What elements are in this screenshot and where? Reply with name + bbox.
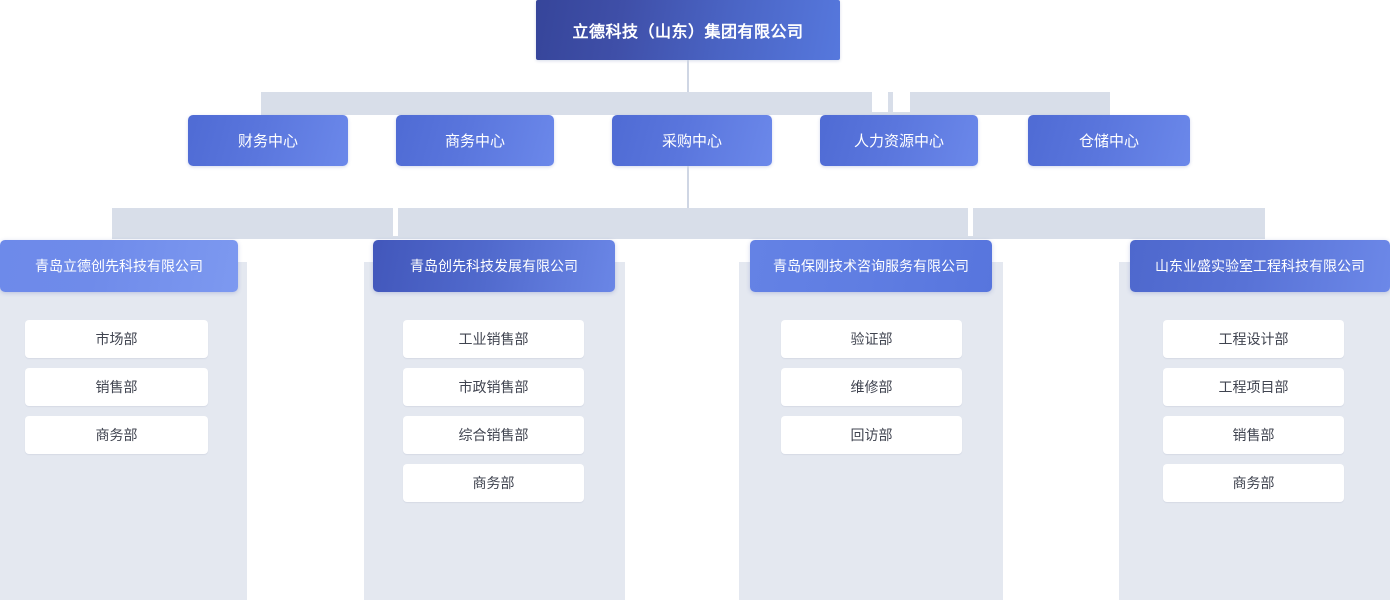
department-label: 商务部 bbox=[95, 427, 138, 443]
company-header-1[interactable]: 青岛立德创先科技有限公司 bbox=[0, 240, 238, 292]
department-label: 工程项目部 bbox=[1218, 379, 1289, 395]
department-label: 商务部 bbox=[1232, 475, 1275, 491]
department-item[interactable]: 维修部 bbox=[781, 368, 962, 406]
center-node-procurement[interactable]: 采购中心 bbox=[612, 115, 772, 166]
department-label: 市场部 bbox=[95, 331, 138, 347]
center-node-label: 仓储中心 bbox=[1078, 133, 1139, 150]
center-node-label: 财务中心 bbox=[237, 133, 298, 150]
department-item[interactable]: 回访部 bbox=[781, 416, 962, 454]
department-item[interactable]: 工程设计部 bbox=[1163, 320, 1344, 358]
connector-band-level2-notch-left bbox=[872, 92, 888, 112]
department-item[interactable]: 工程项目部 bbox=[1163, 368, 1344, 406]
company-name: 山东业盛实验室工程科技有限公司 bbox=[1155, 258, 1365, 274]
connector-band-level2-notch-right bbox=[893, 92, 910, 112]
department-label: 综合销售部 bbox=[458, 427, 529, 443]
department-item[interactable]: 综合销售部 bbox=[403, 416, 584, 454]
department-item[interactable]: 市政销售部 bbox=[403, 368, 584, 406]
company-header-3[interactable]: 青岛保刚技术咨询服务有限公司 bbox=[750, 240, 992, 292]
department-label: 维修部 bbox=[850, 379, 893, 395]
department-item[interactable]: 验证部 bbox=[781, 320, 962, 358]
department-item[interactable]: 销售部 bbox=[1163, 416, 1344, 454]
department-item[interactable]: 商务部 bbox=[1163, 464, 1344, 502]
department-label: 销售部 bbox=[95, 379, 138, 395]
connector-band-companies-notch-left bbox=[393, 208, 398, 236]
department-label: 工业销售部 bbox=[458, 331, 529, 347]
company-header-4[interactable]: 山东业盛实验室工程科技有限公司 bbox=[1130, 240, 1390, 292]
department-label: 工程设计部 bbox=[1218, 331, 1289, 347]
department-label: 市政销售部 bbox=[458, 379, 529, 395]
connector-band-level2 bbox=[261, 92, 1110, 115]
center-node-warehouse[interactable]: 仓储中心 bbox=[1028, 115, 1190, 166]
department-item[interactable]: 商务部 bbox=[403, 464, 584, 502]
connector-band-companies-notch-right bbox=[968, 208, 973, 236]
center-node-label: 人力资源中心 bbox=[853, 133, 944, 150]
root-node-label: 立德科技（山东）集团有限公司 bbox=[572, 24, 804, 41]
center-node-finance[interactable]: 财务中心 bbox=[188, 115, 348, 166]
department-item[interactable]: 工业销售部 bbox=[403, 320, 584, 358]
department-label: 商务部 bbox=[472, 475, 515, 491]
company-header-2[interactable]: 青岛创先科技发展有限公司 bbox=[373, 240, 615, 292]
company-name: 青岛保刚技术咨询服务有限公司 bbox=[773, 258, 969, 274]
department-item[interactable]: 商务部 bbox=[25, 416, 208, 454]
center-node-label: 采购中心 bbox=[661, 133, 722, 150]
connector-level2-vertical bbox=[687, 166, 689, 210]
center-node-label: 商务中心 bbox=[444, 133, 505, 150]
department-item[interactable]: 市场部 bbox=[25, 320, 208, 358]
center-node-human-resources[interactable]: 人力资源中心 bbox=[820, 115, 978, 166]
connector-band-companies bbox=[112, 208, 1265, 239]
department-item[interactable]: 销售部 bbox=[25, 368, 208, 406]
department-label: 验证部 bbox=[850, 331, 893, 347]
connector-root-vertical bbox=[687, 60, 689, 94]
company-name: 青岛创先科技发展有限公司 bbox=[410, 258, 578, 274]
department-label: 销售部 bbox=[1232, 427, 1275, 443]
company-name: 青岛立德创先科技有限公司 bbox=[35, 258, 203, 274]
center-node-business[interactable]: 商务中心 bbox=[396, 115, 554, 166]
root-node-group-company[interactable]: 立德科技（山东）集团有限公司 bbox=[536, 0, 840, 60]
department-label: 回访部 bbox=[850, 427, 893, 443]
